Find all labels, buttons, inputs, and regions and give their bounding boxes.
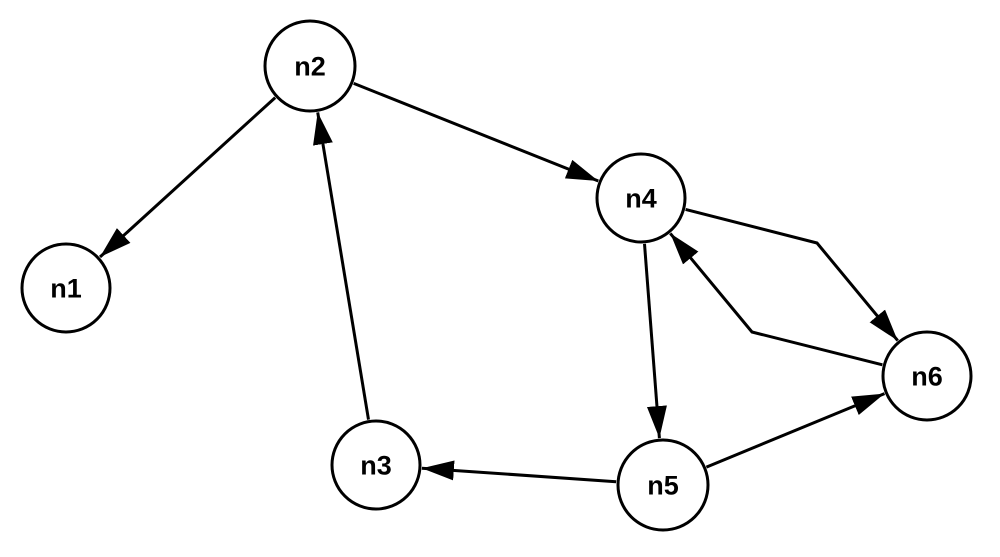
edge-n2-n1: [98, 96, 277, 259]
node-n4[interactable]: n4: [595, 152, 687, 244]
edge-layer: [98, 82, 899, 484]
node-label-n3: n3: [360, 450, 392, 480]
node-label-n4: n4: [625, 183, 657, 213]
node-circle-n6[interactable]: [881, 330, 973, 422]
node-n5[interactable]: n5: [616, 438, 710, 532]
edge-n3-n2: [313, 112, 370, 420]
node-n3[interactable]: n3: [330, 419, 422, 511]
edge-n2-n4: [353, 82, 599, 183]
node-n6[interactable]: n6: [881, 330, 973, 422]
node-circle-n5[interactable]: [616, 438, 710, 532]
node-n1[interactable]: n1: [20, 242, 112, 334]
node-circle-n1[interactable]: [20, 242, 112, 334]
edge-n4-n5: [643, 243, 667, 439]
node-label-n5: n5: [647, 470, 679, 500]
edge-n5-n6: [705, 392, 886, 469]
edge-n4-n6: [685, 207, 899, 342]
edge-n5-n3: [421, 460, 617, 484]
node-n2[interactable]: n2: [263, 19, 357, 113]
node-circle-n3[interactable]: [330, 419, 422, 511]
node-circle-n4[interactable]: [595, 152, 687, 244]
node-label-n6: n6: [911, 361, 943, 391]
node-label-n1: n1: [50, 273, 82, 303]
node-circle-n2[interactable]: [263, 19, 357, 113]
node-layer: n1 n2 n3 n4 n5 n6: [20, 19, 973, 532]
edge-n6-n4: [669, 232, 883, 367]
node-label-n2: n2: [294, 51, 326, 81]
